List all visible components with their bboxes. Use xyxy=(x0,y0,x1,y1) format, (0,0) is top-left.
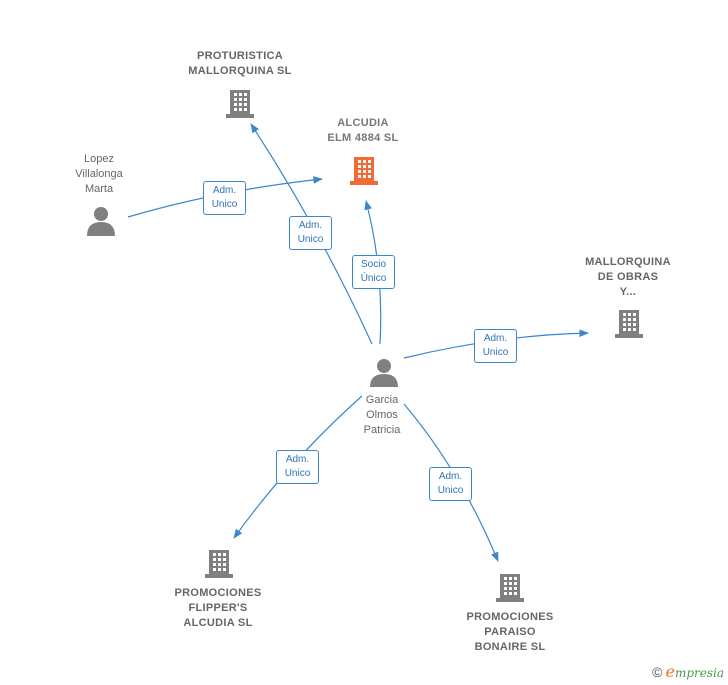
edge-label-garcia-alcudia: Socio Único xyxy=(352,255,395,289)
node-label-garcia[interactable]: Garcia Olmos Patricia xyxy=(363,394,401,436)
edge-label-garcia-flippers: Adm. Unico xyxy=(276,450,319,484)
person-icon[interactable] xyxy=(87,207,115,236)
node-label-flippers[interactable]: PROMOCIONES FLIPPER'S ALCUDIA SL xyxy=(174,587,262,629)
node-label-mallorquina[interactable]: MALLORQUINA DE OBRAS Y... xyxy=(585,256,671,298)
person-icon[interactable] xyxy=(370,359,398,387)
edge-label-garcia-paraiso: Adm. Unico xyxy=(429,467,472,501)
node-label-paraiso[interactable]: PROMOCIONES PARAISO BONAIRE SL xyxy=(466,611,554,653)
building-icon[interactable] xyxy=(350,157,378,185)
node-label-proturistica[interactable]: PROTURISTICA MALLORQUINA SL xyxy=(188,50,292,77)
building-icon[interactable] xyxy=(615,310,643,338)
building-icon[interactable] xyxy=(205,550,233,578)
edge-label-garcia-mallorquina: Adm. Unico xyxy=(474,329,517,363)
copyright-symbol: © xyxy=(652,664,663,680)
brand-name: empresia xyxy=(665,662,724,681)
footer-brand[interactable]: ©empresia xyxy=(652,662,724,681)
node-label-alcudia[interactable]: ALCUDIA ELM 4884 SL xyxy=(327,117,399,144)
brand-initial: e xyxy=(665,662,675,681)
building-icon[interactable] xyxy=(226,86,258,118)
edge-label-lopez-alcudia: Adm. Unico xyxy=(203,181,246,215)
brand-rest: mpresia xyxy=(674,666,724,680)
building-icon[interactable] xyxy=(496,574,524,602)
edge-label-garcia-proturistica: Adm. Unico xyxy=(289,216,332,250)
node-label-lopez[interactable]: Lopez Villalonga Marta xyxy=(75,153,123,195)
